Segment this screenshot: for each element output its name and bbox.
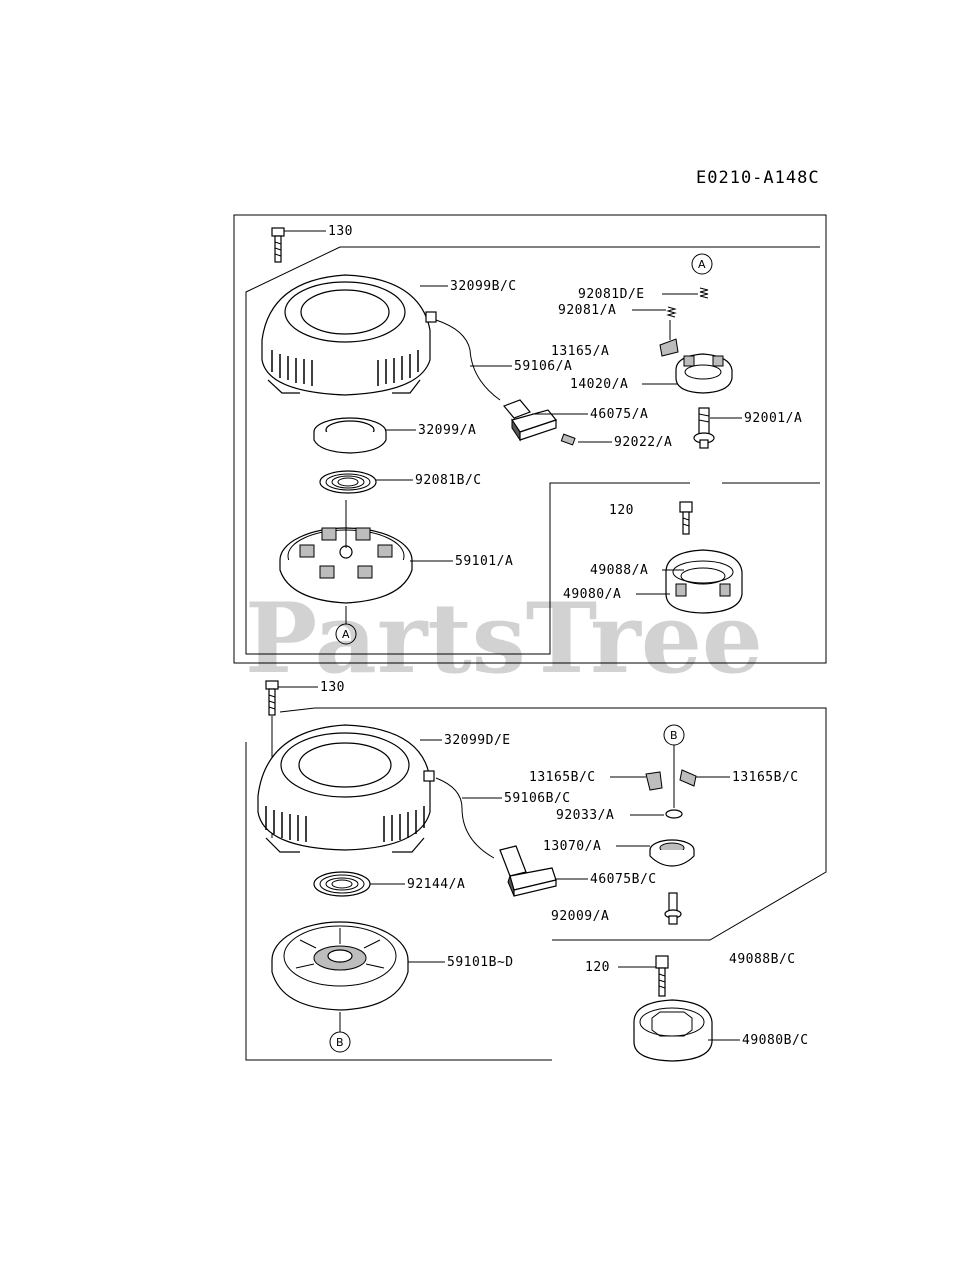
washer-92033a (665, 809, 683, 819)
label-92009a: 92009/A (551, 909, 609, 924)
callout-a-top (691, 253, 713, 275)
pulley-top (665, 549, 743, 614)
ratchet-guide-14020a (675, 353, 733, 394)
ratchet-pawl-13165a (659, 338, 679, 357)
pawl-13165bc-left (645, 771, 663, 791)
callout-b-top-label: B (670, 729, 678, 742)
label-92144a: 92144/A (407, 877, 465, 892)
label-32099bc: 32099B/C (450, 279, 517, 294)
label-13070a: 13070/A (543, 839, 601, 854)
label-13165bc-left: 13165B/C (529, 770, 596, 785)
label-49080bc: 49080B/C (742, 1033, 809, 1048)
bottom-group-frame-left (245, 742, 552, 1061)
label-92081a: 92081/A (558, 303, 616, 318)
label-92001a: 92001/A (744, 411, 802, 426)
label-120-bottom: 120 (585, 960, 610, 975)
pawl-13165bc-right (679, 769, 697, 787)
callout-a-top-label: A (698, 258, 706, 271)
starter-case-bottom (257, 724, 435, 853)
reel-cover-top (313, 417, 387, 454)
top-group-frame (233, 214, 827, 664)
pin-92022a (560, 433, 576, 446)
label-130-top: 130 (328, 224, 353, 239)
label-59101bd: 59101B~D (447, 955, 514, 970)
handle-bottom (499, 845, 557, 897)
label-46075a: 46075/A (590, 407, 648, 422)
label-59106a: 59106/A (514, 359, 572, 374)
label-59106bc: 59106B/C (504, 791, 571, 806)
label-49088a: 49088/A (590, 563, 648, 578)
label-49088bc: 49088B/C (729, 952, 796, 967)
bolt-130-top (271, 227, 285, 263)
label-32099a: 32099/A (418, 423, 476, 438)
starter-rope-bottom (435, 777, 495, 859)
callout-b-bottom (329, 1031, 351, 1053)
bolt-92001a (693, 407, 715, 449)
label-46075bc: 46075B/C (590, 872, 657, 887)
starter-case-top (261, 274, 437, 396)
label-14020a: 14020/A (570, 377, 628, 392)
label-92033a: 92033/A (556, 808, 614, 823)
callout-a-bottom-label: A (342, 628, 350, 641)
spiral-spring-bottom (313, 871, 371, 897)
label-92081de: 92081D/E (578, 287, 645, 302)
bottom-group-frame-right (279, 707, 827, 941)
label-49080a: 49080/A (563, 587, 621, 602)
bolt-92009a (664, 892, 682, 925)
reel-bottom (271, 921, 409, 1011)
top-subassembly-outline (245, 246, 820, 655)
pulley-bolt-120-top (679, 501, 693, 535)
pulley-bolt-120-bottom (655, 955, 669, 997)
label-120-top: 120 (609, 503, 634, 518)
callout-a-bottom (335, 623, 357, 645)
label-92022a: 92022/A (614, 435, 672, 450)
label-130-bottom: 130 (320, 680, 345, 695)
pulley-bottom (633, 999, 713, 1062)
spring-92081de (699, 287, 709, 299)
label-13165bc-right: 13165B/C (732, 770, 799, 785)
reel-top (279, 527, 413, 604)
starter-rope-top (435, 319, 501, 401)
label-32099de: 32099D/E (444, 733, 511, 748)
spring-92081a (666, 306, 677, 318)
callout-b-bottom-label: B (336, 1036, 344, 1049)
label-92081bc: 92081B/C (415, 473, 482, 488)
bolt-130-bottom (265, 680, 279, 716)
guide-13070a (649, 839, 695, 867)
label-59101a: 59101/A (455, 554, 513, 569)
spiral-spring-top (319, 470, 377, 494)
label-13165a: 13165/A (551, 344, 609, 359)
handle-top (502, 399, 558, 442)
diagram-code: E0210-A148C (696, 168, 820, 188)
